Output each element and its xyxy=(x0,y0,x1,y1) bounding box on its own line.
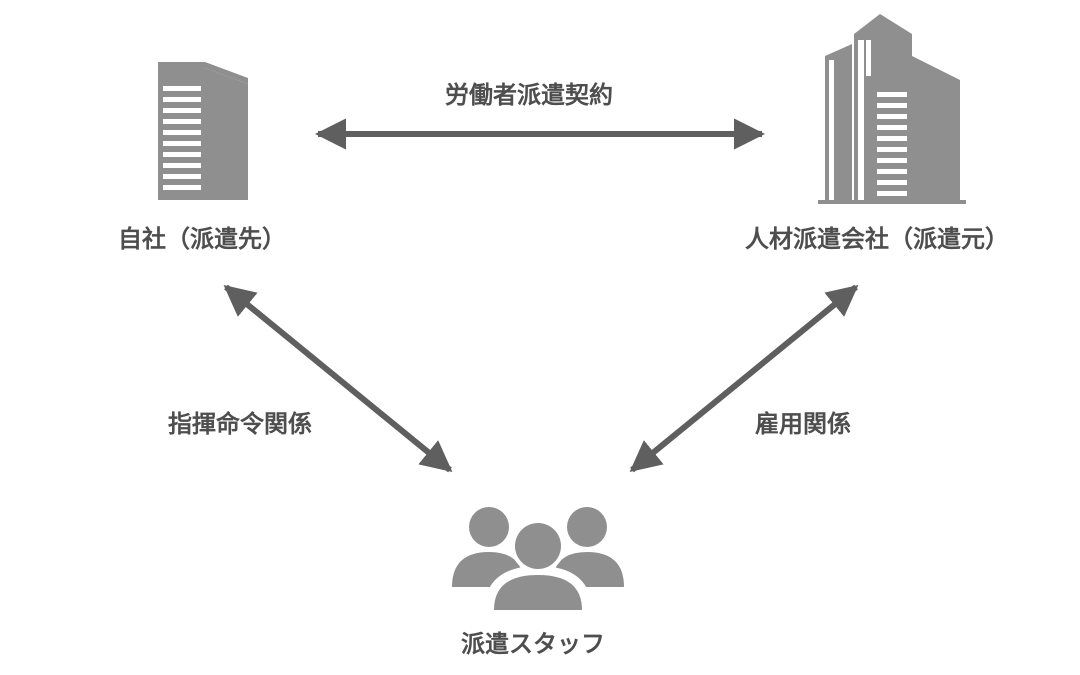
contract-label: 労働者派遣契約 xyxy=(445,81,613,109)
staffing-agency-label: 人材派遣会社（派遣元） xyxy=(745,225,1009,253)
command-relation-label: 指揮命令関係 xyxy=(168,410,312,438)
dispatched-staff-label: 派遣スタッフ xyxy=(461,630,605,658)
employment-relation-label: 雇用関係 xyxy=(755,410,851,438)
command-arrow xyxy=(223,284,453,473)
employment-arrow xyxy=(629,284,859,473)
client-company-label: 自社（派遣先） xyxy=(118,225,286,253)
